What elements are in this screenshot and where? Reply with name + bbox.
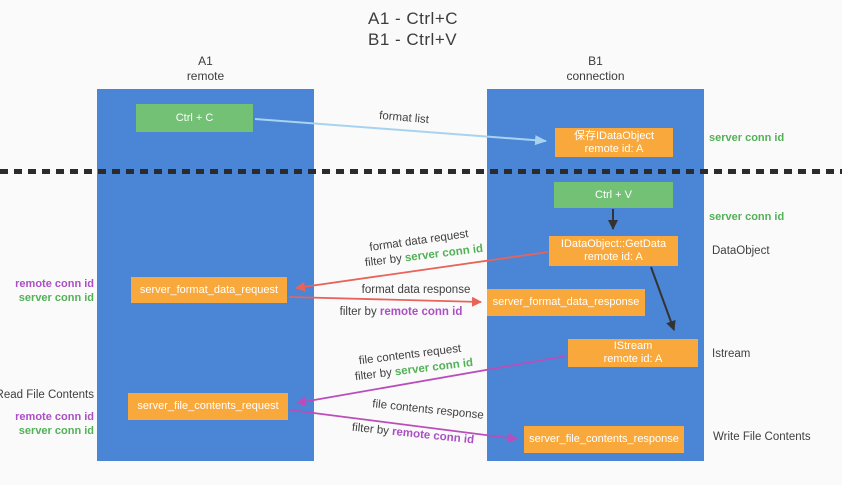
column-b-header: B1 connection — [487, 54, 704, 84]
annotation-read-file-contents: Read File Contents — [0, 389, 94, 401]
dotted-separator-line — [0, 169, 842, 174]
filter-by-text: filter by — [351, 421, 390, 438]
node-server-file-contents-request-label: server_file_contents_request — [137, 400, 279, 412]
node-server-file-contents-request: server_file_contents_request — [128, 393, 288, 420]
node-server-format-data-request-label: server_format_data_request — [139, 283, 279, 296]
remote-conn-id-text: remote conn id — [379, 306, 463, 318]
node-idataobject-getdata-line1: IDataObject::GetData — [560, 238, 667, 250]
annotation-server-conn-id-top: server conn id — [709, 132, 785, 144]
remote-conn-id-text: remote conn id — [391, 425, 475, 447]
node-server-file-contents-response-label: server_file_contents_response — [529, 433, 679, 445]
node-save-idataobject-line1: 保存IDataObject — [573, 129, 655, 142]
node-server-format-data-response-label: server_format_data_response — [492, 296, 640, 308]
diagram-title: A1 - Ctrl+C B1 - Ctrl+V — [368, 8, 458, 50]
node-ctrl-v-label: Ctrl + V — [595, 188, 632, 201]
annotation-server-conn-id-2: server conn id — [18, 425, 94, 437]
column-a-header: A1 remote — [97, 54, 314, 84]
node-idataobject-getdata: IDataObject::GetData remote id: A — [549, 236, 678, 266]
label-format-list: format list — [378, 109, 430, 127]
column-a-subtitle: remote — [186, 69, 225, 83]
node-save-idataobject: 保存IDataObject remote id: A — [555, 128, 673, 157]
arrow-format-data-response — [288, 296, 482, 307]
label-filter-by-remote-conn-id-2: filter by remote conn id — [351, 422, 474, 447]
annotation-remote-conn-id-2: remote conn id — [15, 411, 94, 423]
node-istream-line1: IStream — [613, 340, 653, 352]
node-server-format-data-response: server_format_data_response — [487, 289, 645, 316]
filter-by-text: filter by — [364, 252, 403, 270]
column-a-name: A1 — [198, 54, 213, 68]
filter-by-text: filter by — [339, 306, 377, 318]
title-line-1: A1 - Ctrl+C — [368, 9, 459, 28]
label-format-data-response: format data response — [361, 284, 471, 296]
annotation-remote-conn-id-1: remote conn id — [15, 278, 94, 290]
annotation-server-conn-id-mid: server conn id — [709, 211, 785, 223]
node-istream: IStream remote id: A — [568, 339, 698, 367]
label-file-contents-response: file contents response — [371, 398, 485, 422]
column-b-subtitle: connection — [566, 69, 625, 83]
title-line-2: B1 - Ctrl+V — [368, 30, 458, 49]
node-server-format-data-request: server_format_data_request — [131, 277, 287, 303]
node-save-idataobject-line2: remote id: A — [584, 142, 644, 155]
column-b-name: B1 — [588, 54, 603, 68]
annotation-server-conn-id-1: server conn id — [18, 292, 94, 304]
filter-by-text: filter by — [354, 366, 393, 384]
annotation-dataobject: DataObject — [712, 245, 770, 257]
label-filter-by-remote-conn-id-1: filter by remote conn id — [340, 306, 463, 318]
node-server-file-contents-response: server_file_contents_response — [524, 426, 684, 453]
node-ctrl-c-label: Ctrl + C — [175, 111, 214, 124]
node-idataobject-getdata-line2: remote id: A — [584, 251, 643, 263]
node-istream-line2: remote id: A — [603, 353, 663, 365]
annotation-write-file-contents: Write File Contents — [713, 431, 811, 443]
node-ctrl-v: Ctrl + V — [554, 182, 673, 208]
annotation-istream: Istream — [712, 348, 751, 360]
node-ctrl-c: Ctrl + C — [136, 104, 253, 132]
